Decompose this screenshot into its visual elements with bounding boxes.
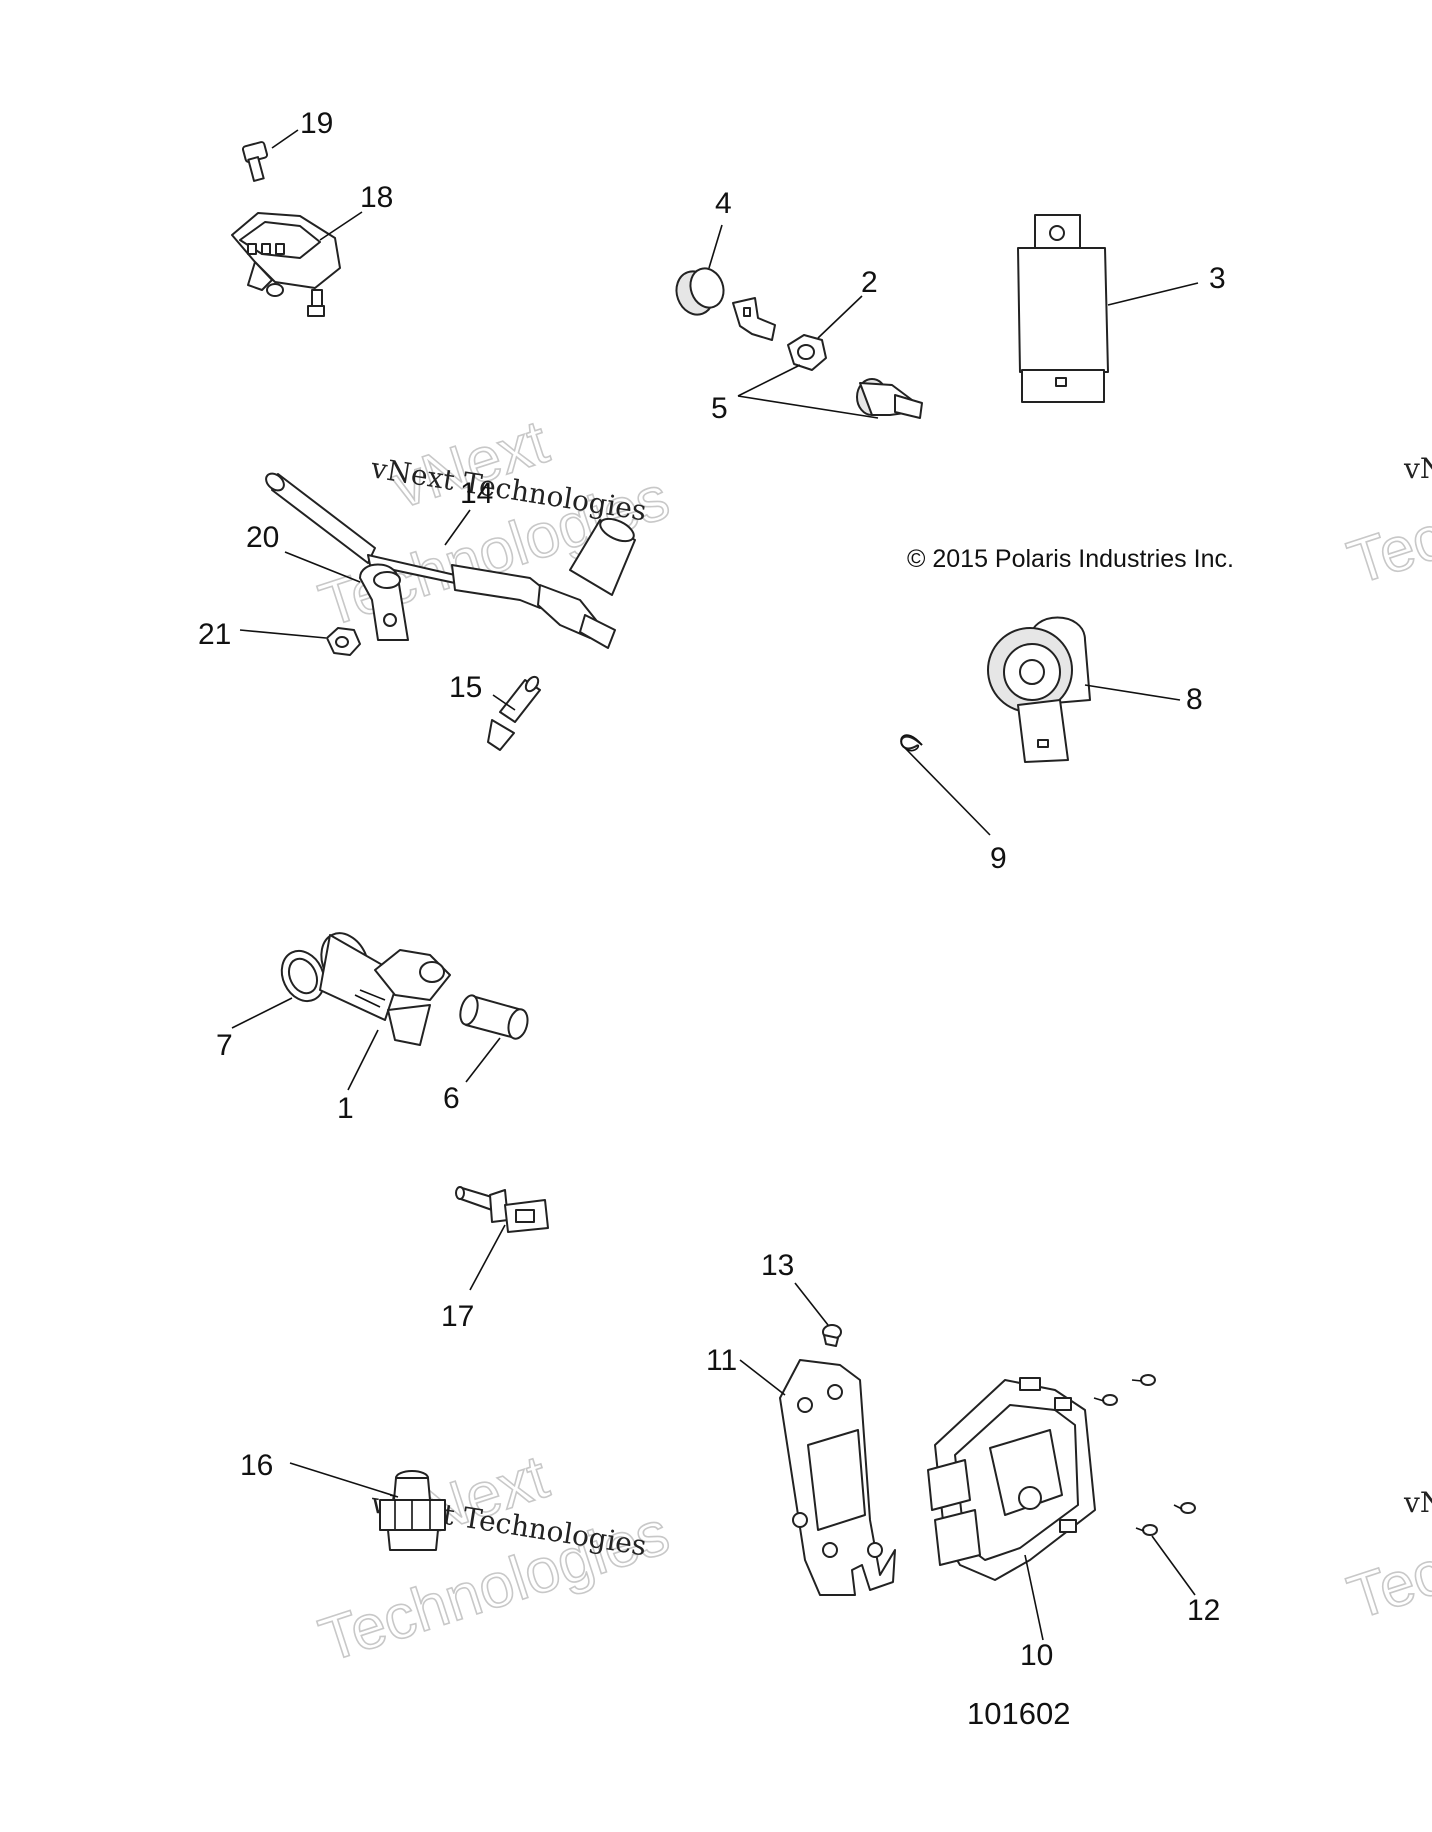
nut-icon[interactable]: [326, 627, 361, 656]
screw-icon[interactable]: [1093, 1374, 1196, 1536]
o-ring-icon[interactable]: [274, 944, 332, 1008]
watermark-edge-big: Tec: [1340, 503, 1432, 598]
switch-kit-icon[interactable]: [732, 297, 923, 419]
callout-18: 18: [360, 181, 393, 214]
clamp-icon[interactable]: [359, 563, 409, 641]
knock-sensor-icon[interactable]: [987, 616, 1091, 763]
callout-16: 16: [240, 1449, 273, 1482]
temperature-sensor-icon[interactable]: [455, 1186, 549, 1233]
callout-20: 20: [246, 521, 279, 554]
callout-labels: 19 18 4 2 3 5 14 20 21 15 8 9 7 1 6 17 1…: [198, 107, 1226, 1672]
callout-10: 10: [1020, 1639, 1053, 1672]
callout-2: 2: [861, 266, 878, 299]
callout-14: 14: [460, 477, 493, 510]
clip-icon[interactable]: [900, 734, 923, 752]
callout-7: 7: [216, 1029, 233, 1062]
watermark-right-edge: vN Tec vN Tec: [1339, 452, 1432, 1634]
callout-13: 13: [761, 1249, 794, 1282]
nut-icon[interactable]: [787, 334, 827, 371]
callout-12: 12: [1187, 1594, 1220, 1627]
bolt-icon[interactable]: [241, 141, 269, 182]
copyright-notice: © 2015 Polaris Industries Inc.: [907, 545, 1234, 573]
callout-6: 6: [443, 1082, 460, 1115]
callout-21: 21: [198, 618, 231, 651]
map-sensor-icon[interactable]: [231, 212, 341, 317]
cap-icon[interactable]: [671, 264, 729, 320]
callout-8: 8: [1186, 683, 1203, 716]
callout-4: 4: [715, 187, 732, 220]
bracket-icon[interactable]: [779, 1359, 896, 1596]
bolt-icon[interactable]: [457, 993, 530, 1040]
speed-sensor-icon[interactable]: [263, 470, 637, 649]
watermark-edge-small: vN: [1403, 452, 1432, 485]
callout-9: 9: [990, 842, 1007, 875]
watermark-edge-big: Tec: [1340, 1538, 1432, 1633]
relay-module-icon[interactable]: [1017, 214, 1109, 403]
watermark-edge-small: vN: [1403, 1486, 1432, 1519]
callout-11: 11: [706, 1344, 737, 1377]
cam-position-sensor-icon[interactable]: [312, 926, 451, 1046]
screw-icon[interactable]: [822, 1324, 842, 1347]
callout-3: 3: [1209, 262, 1226, 295]
pressure-switch-icon[interactable]: [379, 1470, 446, 1551]
watermark-bottom: vNext Technologies vNext Technologies: [311, 1442, 678, 1677]
callout-17: 17: [441, 1300, 474, 1333]
callout-19: 19: [300, 107, 333, 140]
callout-15: 15: [449, 671, 482, 704]
ecu-icon[interactable]: [927, 1377, 1096, 1581]
callout-1: 1: [337, 1092, 354, 1125]
figure-id: 101602: [967, 1696, 1070, 1731]
bolt-icon[interactable]: [487, 675, 541, 751]
callout-5: 5: [711, 392, 728, 425]
